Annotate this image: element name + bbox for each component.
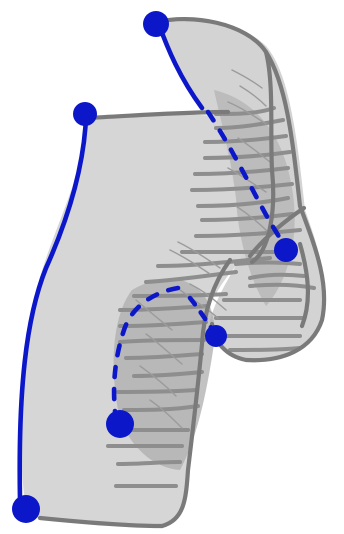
control-point-bottom [12, 495, 40, 523]
control-point-top [143, 11, 169, 37]
control-point-lower-left [106, 410, 134, 438]
control-point-middle [205, 325, 227, 347]
control-point-right [274, 238, 298, 262]
control-point-upper-left [73, 102, 97, 126]
